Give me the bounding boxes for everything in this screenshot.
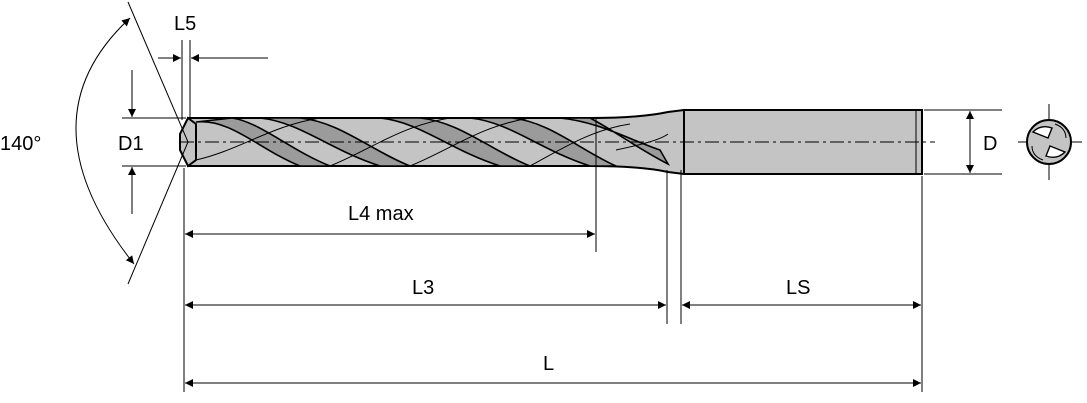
- d-label: D: [983, 133, 997, 155]
- drill-body: [179, 108, 935, 176]
- extension-lines: [183, 166, 923, 392]
- l5-dimension: [158, 40, 268, 120]
- d-dimension: [924, 109, 1002, 175]
- angle-label: 140°: [0, 133, 41, 155]
- l3-label: L3: [412, 277, 434, 299]
- l4-label: L4 max: [348, 203, 414, 225]
- l-label: L: [543, 353, 554, 375]
- end-view: [1018, 104, 1082, 180]
- ls-label: LS: [786, 277, 810, 299]
- d1-dimension: [122, 70, 186, 214]
- l5-label: L5: [174, 13, 196, 35]
- d1-label: D1: [118, 133, 144, 155]
